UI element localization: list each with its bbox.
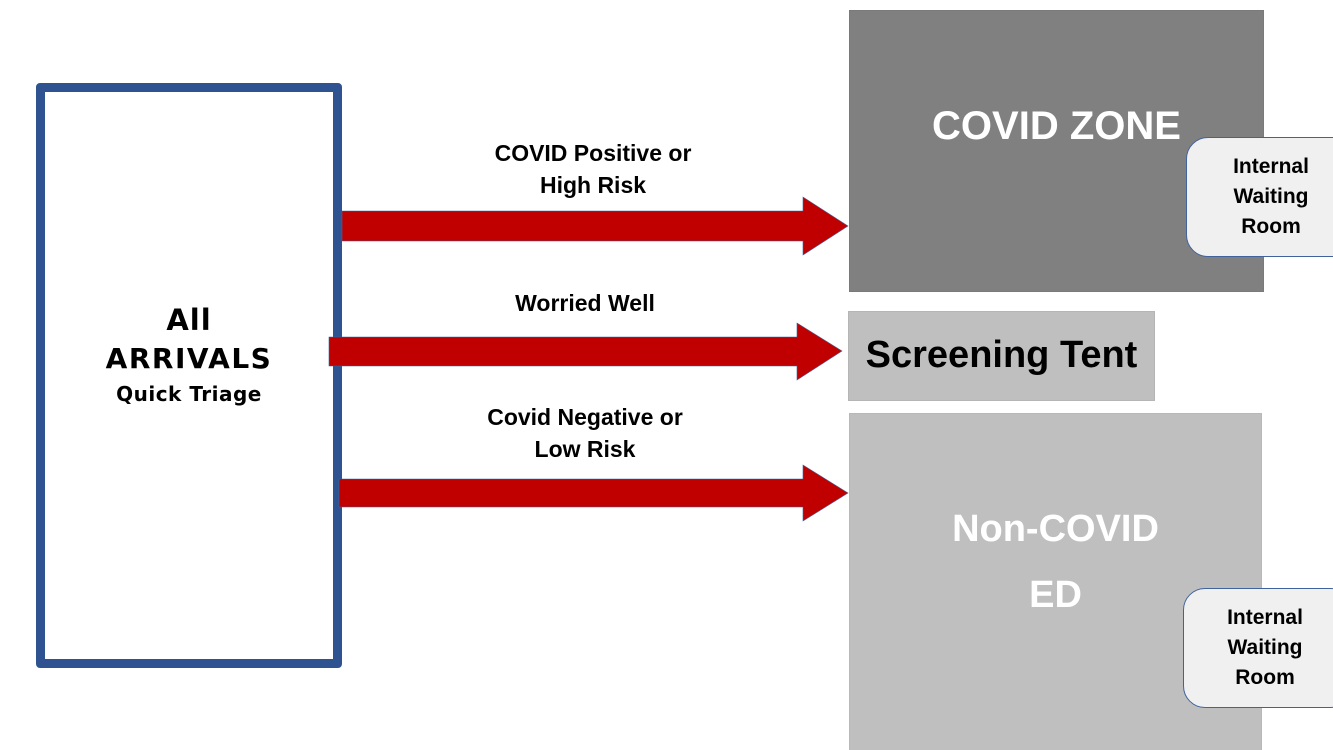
flow-label-covid-negative: Covid Negative or Low Risk (432, 401, 738, 465)
noncovid-title-line: ED (1029, 574, 1082, 616)
waiting-room-line: Room (1241, 215, 1301, 238)
noncovid-ed-title: Non-COVID ED (849, 496, 1262, 628)
flow-label-covid-positive: COVID Positive or High Risk (440, 137, 746, 201)
arrivals-box (36, 83, 342, 668)
flow-label-line: Covid Negative or (487, 404, 683, 430)
arrivals-line-arrivals: ARRIVALS (105, 342, 273, 375)
waiting-room-label: Internal Waiting Room (1187, 152, 1333, 242)
flow-label-line: Low Risk (534, 436, 636, 462)
waiting-room-line: Waiting (1233, 185, 1309, 208)
waiting-room-line: Waiting (1227, 636, 1303, 659)
arrow-to-covid-zone (341, 196, 849, 256)
flow-label-worried-well: Worried Well (432, 287, 738, 319)
noncovid-title-line: Non-COVID (952, 508, 1159, 550)
flow-label-line: Worried Well (515, 290, 655, 316)
flow-label-line: High Risk (539, 172, 647, 198)
waiting-room-label: Internal Waiting Room (1181, 603, 1333, 693)
arrow-to-screening-tent (328, 322, 843, 381)
arrow-to-noncovid-ed (338, 464, 849, 522)
arrivals-label: All ARRIVALS Quick Triage (36, 300, 342, 410)
arrivals-line-all: All (166, 303, 212, 337)
screening-tent-title: Screening Tent (865, 334, 1138, 376)
covid-internal-waiting-room: Internal Waiting Room (1186, 137, 1333, 257)
covid-zone-title: COVID ZONE (932, 104, 1181, 148)
noncovid-internal-waiting-room: Internal Waiting Room (1183, 588, 1333, 708)
flow-label-line: COVID Positive or (494, 140, 692, 166)
waiting-room-line: Internal (1227, 606, 1303, 629)
screening-tent (848, 311, 1155, 401)
waiting-room-line: Internal (1233, 155, 1309, 178)
waiting-room-line: Room (1235, 666, 1295, 689)
arrivals-line-quick-triage: Quick Triage (116, 382, 262, 406)
